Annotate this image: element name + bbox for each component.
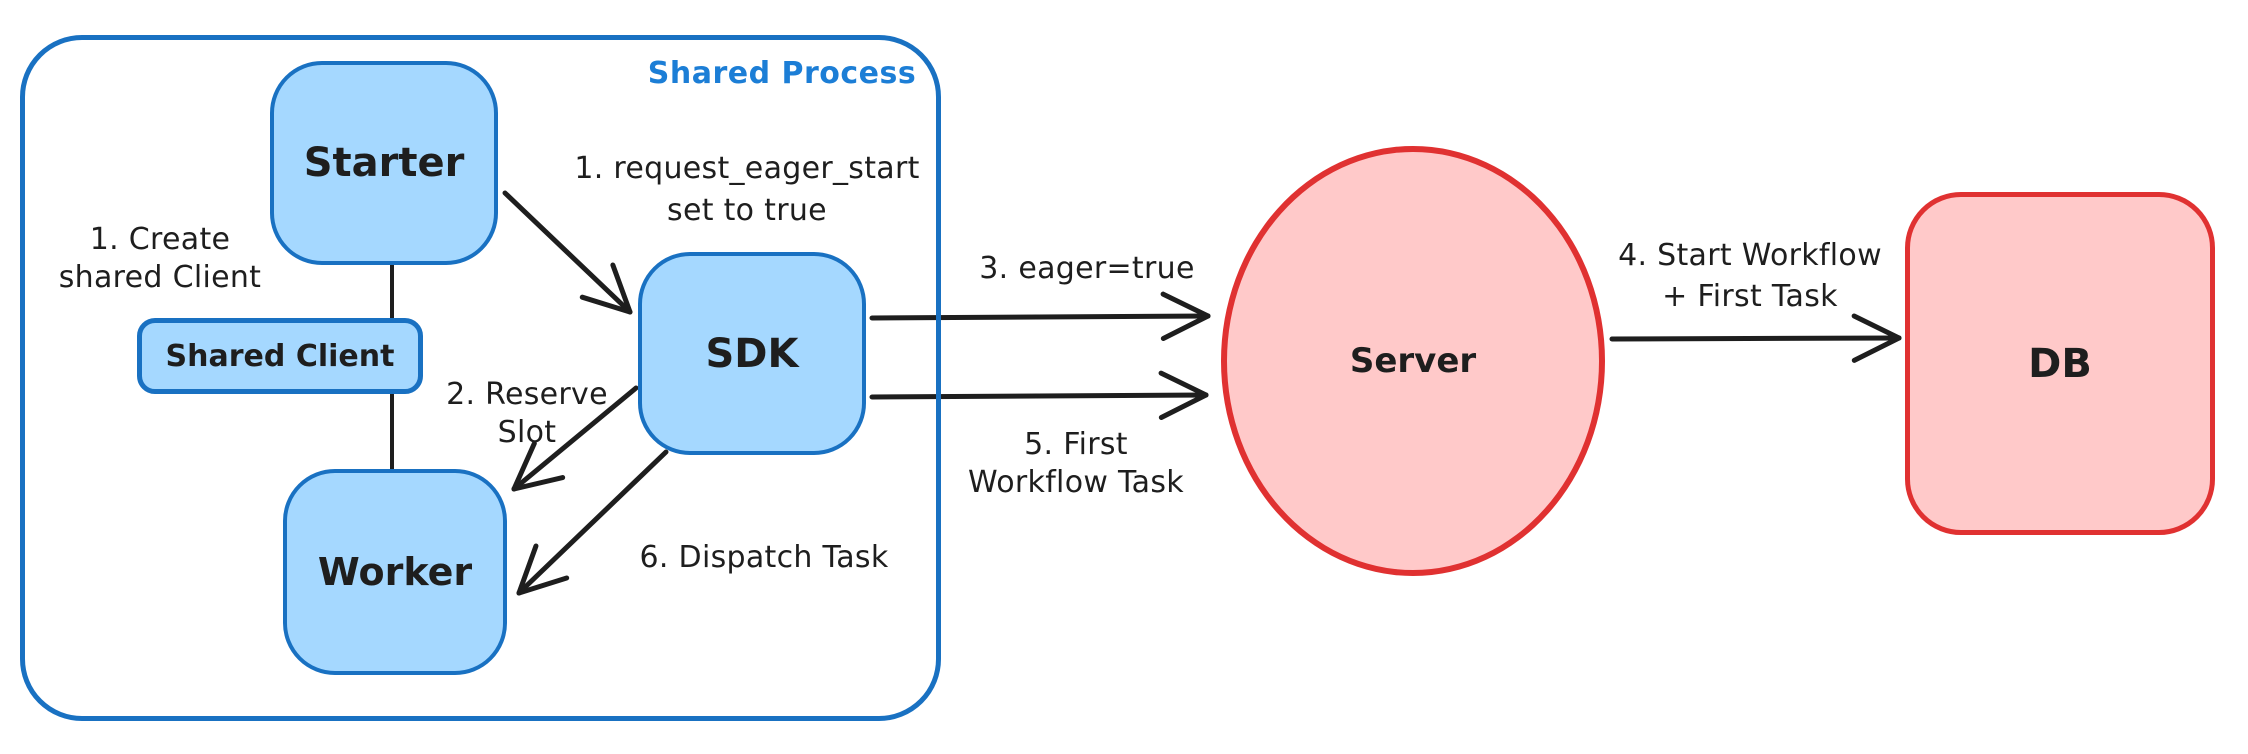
annotation-line: 1. Create	[89, 222, 231, 257]
annotation-line: 4. Start Workflow	[1618, 238, 1882, 273]
arrow-4-start-workflow	[1609, 313, 1902, 363]
annotation-line: 3. eager=true	[979, 251, 1195, 286]
node-db: DB	[1905, 192, 2215, 535]
annotation-line: Slot	[497, 414, 557, 450]
annotation-line: Workflow Task	[968, 464, 1184, 500]
annotation-line: 2. Reserve	[446, 377, 608, 412]
annotation-start-workflow-first-task: 4. Start Workflow + First Task	[1585, 236, 1915, 317]
arrow-3-eager-true	[869, 291, 1211, 341]
node-db-label: DB	[2028, 340, 2092, 387]
annotation-request-eager-start: 1. request_eager_start set to true	[532, 148, 962, 232]
arrow-5-first-workflow-task	[869, 370, 1209, 420]
annotation-dispatch-task: 6. Dispatch Task	[614, 539, 914, 577]
arrow-6-dispatch-task	[516, 449, 669, 596]
node-worker: Worker	[283, 469, 507, 675]
annotation-line: 1. request_eager_start	[574, 151, 920, 186]
node-sdk-label: SDK	[705, 330, 799, 377]
annotation-line: set to true	[667, 193, 827, 228]
annotation-line: 5. First	[1024, 427, 1128, 462]
shared-process-title: Shared Process	[647, 56, 917, 91]
node-starter: Starter	[270, 61, 498, 265]
node-server: Server	[1221, 146, 1605, 576]
annotation-eager-true: 3. eager=true	[947, 250, 1227, 288]
arrow-2-reserve-slot	[511, 385, 639, 492]
node-server-label: Server	[1349, 341, 1477, 381]
node-shared-client: Shared Client	[137, 318, 423, 394]
shared-process-container	[20, 35, 941, 721]
arrow-1-request-eager-start	[502, 190, 633, 315]
node-sdk: SDK	[638, 252, 866, 455]
annotation-line: shared Client	[58, 259, 262, 295]
annotation-line: 6. Dispatch Task	[639, 540, 889, 575]
node-worker-label: Worker	[317, 550, 473, 594]
annotation-reserve-slot: 2. Reserve Slot	[417, 376, 637, 451]
node-shared-client-label: Shared Client	[165, 338, 395, 374]
annotation-first-workflow-task: 5. First Workflow Task	[946, 426, 1206, 501]
annotation-line: + First Task	[1662, 278, 1838, 314]
node-starter-label: Starter	[303, 140, 465, 186]
annotation-create-shared-client: 1. Create shared Client	[40, 221, 280, 296]
